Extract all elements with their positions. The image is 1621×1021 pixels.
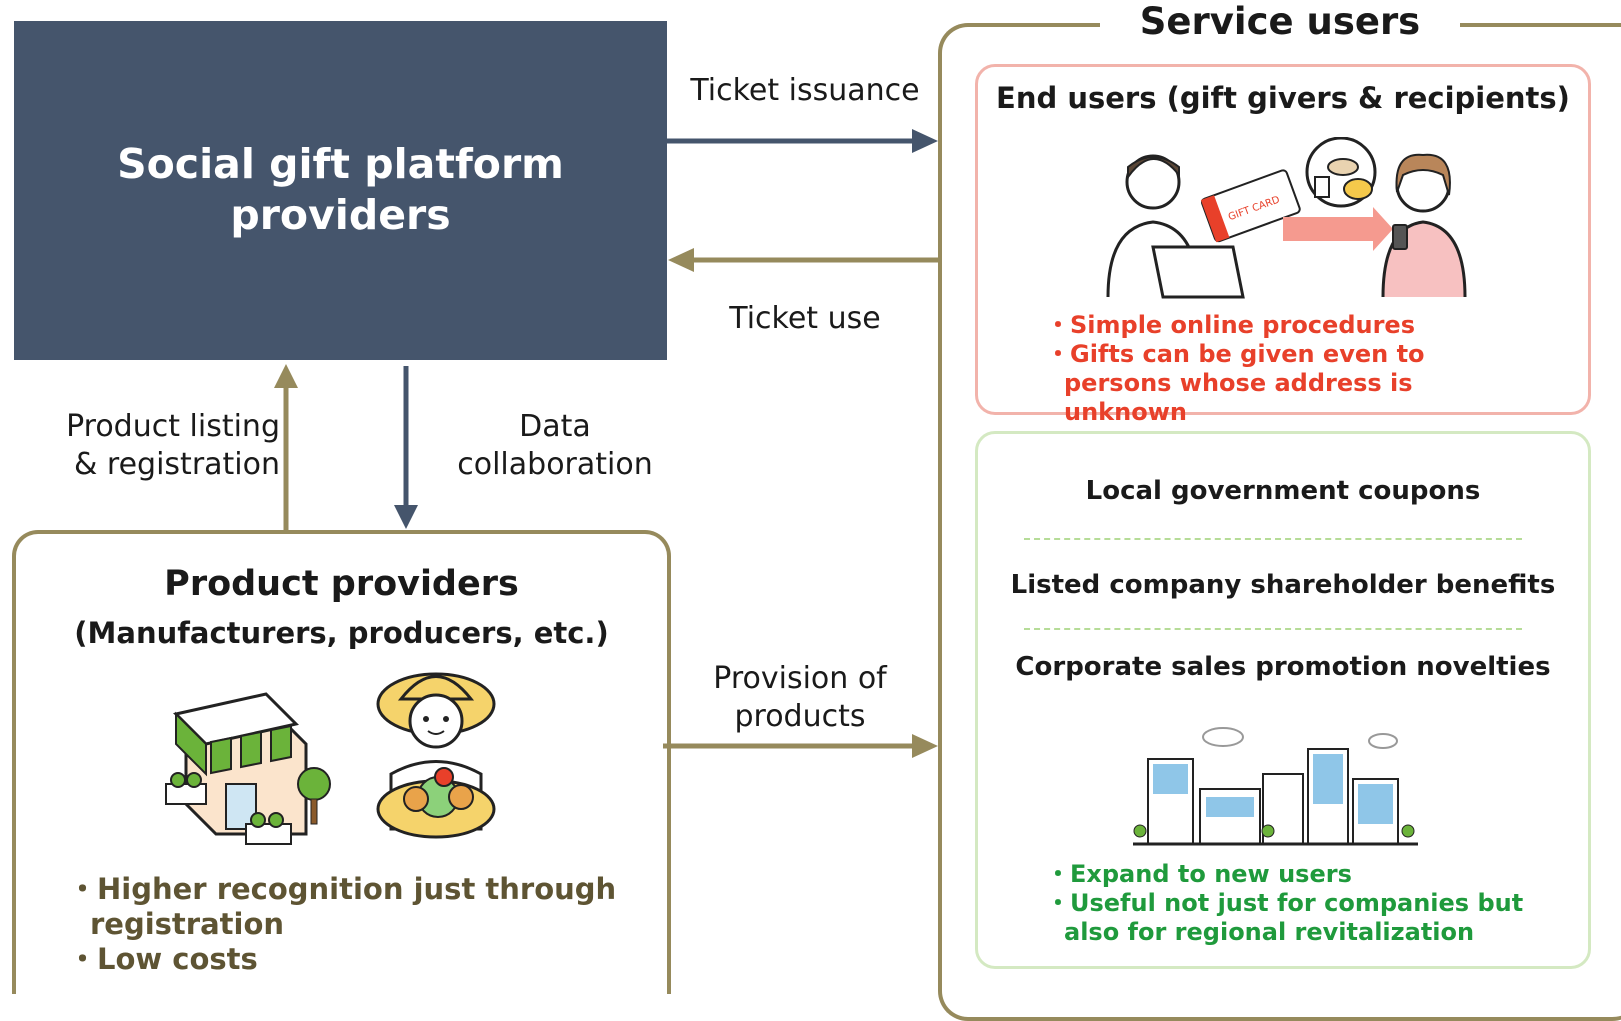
- product-providers-box: Product providers (Manufacturers, produc…: [12, 530, 671, 994]
- service-users-title: Service users: [1100, 0, 1460, 44]
- product-listing-label: Product listing & registration: [66, 409, 280, 482]
- divider: [1024, 538, 1522, 540]
- data-collaboration-arrow: [394, 366, 418, 529]
- other-item-shareholder-benefits: Listed company shareholder benefits: [1010, 570, 1556, 600]
- ticket-use-label: Ticket use: [729, 301, 881, 336]
- other-users-bullets: ・Expand to new users ・Useful not just fo…: [1046, 860, 1524, 947]
- platform-box: Social gift platform providers: [14, 21, 667, 360]
- shop-icon: [165, 692, 331, 845]
- end-users-bullets: ・Simple online procedures ・Gifts can be …: [1046, 311, 1524, 427]
- end-users-bullet: ・Simple online procedures: [1046, 311, 1415, 339]
- end-users-bullet: ・Gifts can be given even to persons whos…: [1046, 340, 1425, 426]
- product-listing-arrow: [274, 364, 298, 530]
- farmer-icon: [376, 672, 496, 839]
- platform-title: Social gift platform providers: [117, 140, 564, 239]
- product-bullet: ・Higher recognition just through registr…: [68, 872, 617, 941]
- data-collaboration-label: Data collaboration: [457, 409, 653, 482]
- ticket-use-arrow: [668, 248, 938, 272]
- product-providers-title: Product providers: [164, 564, 519, 604]
- city-buildings-icon: [1133, 727, 1418, 846]
- product-providers-subtitle: (Manufacturers, producers, etc.): [74, 616, 609, 650]
- gift-exchange-illustration: GIFT CARD: [1106, 137, 1467, 299]
- ticket-issuance-arrow: [667, 129, 938, 153]
- other-item-government-coupons: Local government coupons: [1085, 476, 1481, 506]
- divider: [1024, 628, 1522, 630]
- product-bullet: ・Low costs: [68, 942, 258, 976]
- end-users-box: End users (gift givers & recipients) GIF…: [975, 64, 1591, 426]
- provision-arrow: [663, 734, 938, 758]
- other-users-box: Local government coupons Listed company …: [975, 431, 1591, 969]
- provision-label: Provision of products: [713, 661, 887, 734]
- other-item-sales-promotion: Corporate sales promotion novelties: [1015, 652, 1551, 682]
- other-users-bullet: ・Useful not just for companies but also …: [1046, 889, 1524, 946]
- end-users-title: End users (gift givers & recipients): [996, 81, 1570, 115]
- other-users-bullet: ・Expand to new users: [1046, 860, 1352, 888]
- ticket-issuance-label: Ticket issuance: [690, 73, 920, 108]
- product-bullets: ・Higher recognition just through registr…: [68, 872, 628, 977]
- arrows-layer: [274, 129, 938, 758]
